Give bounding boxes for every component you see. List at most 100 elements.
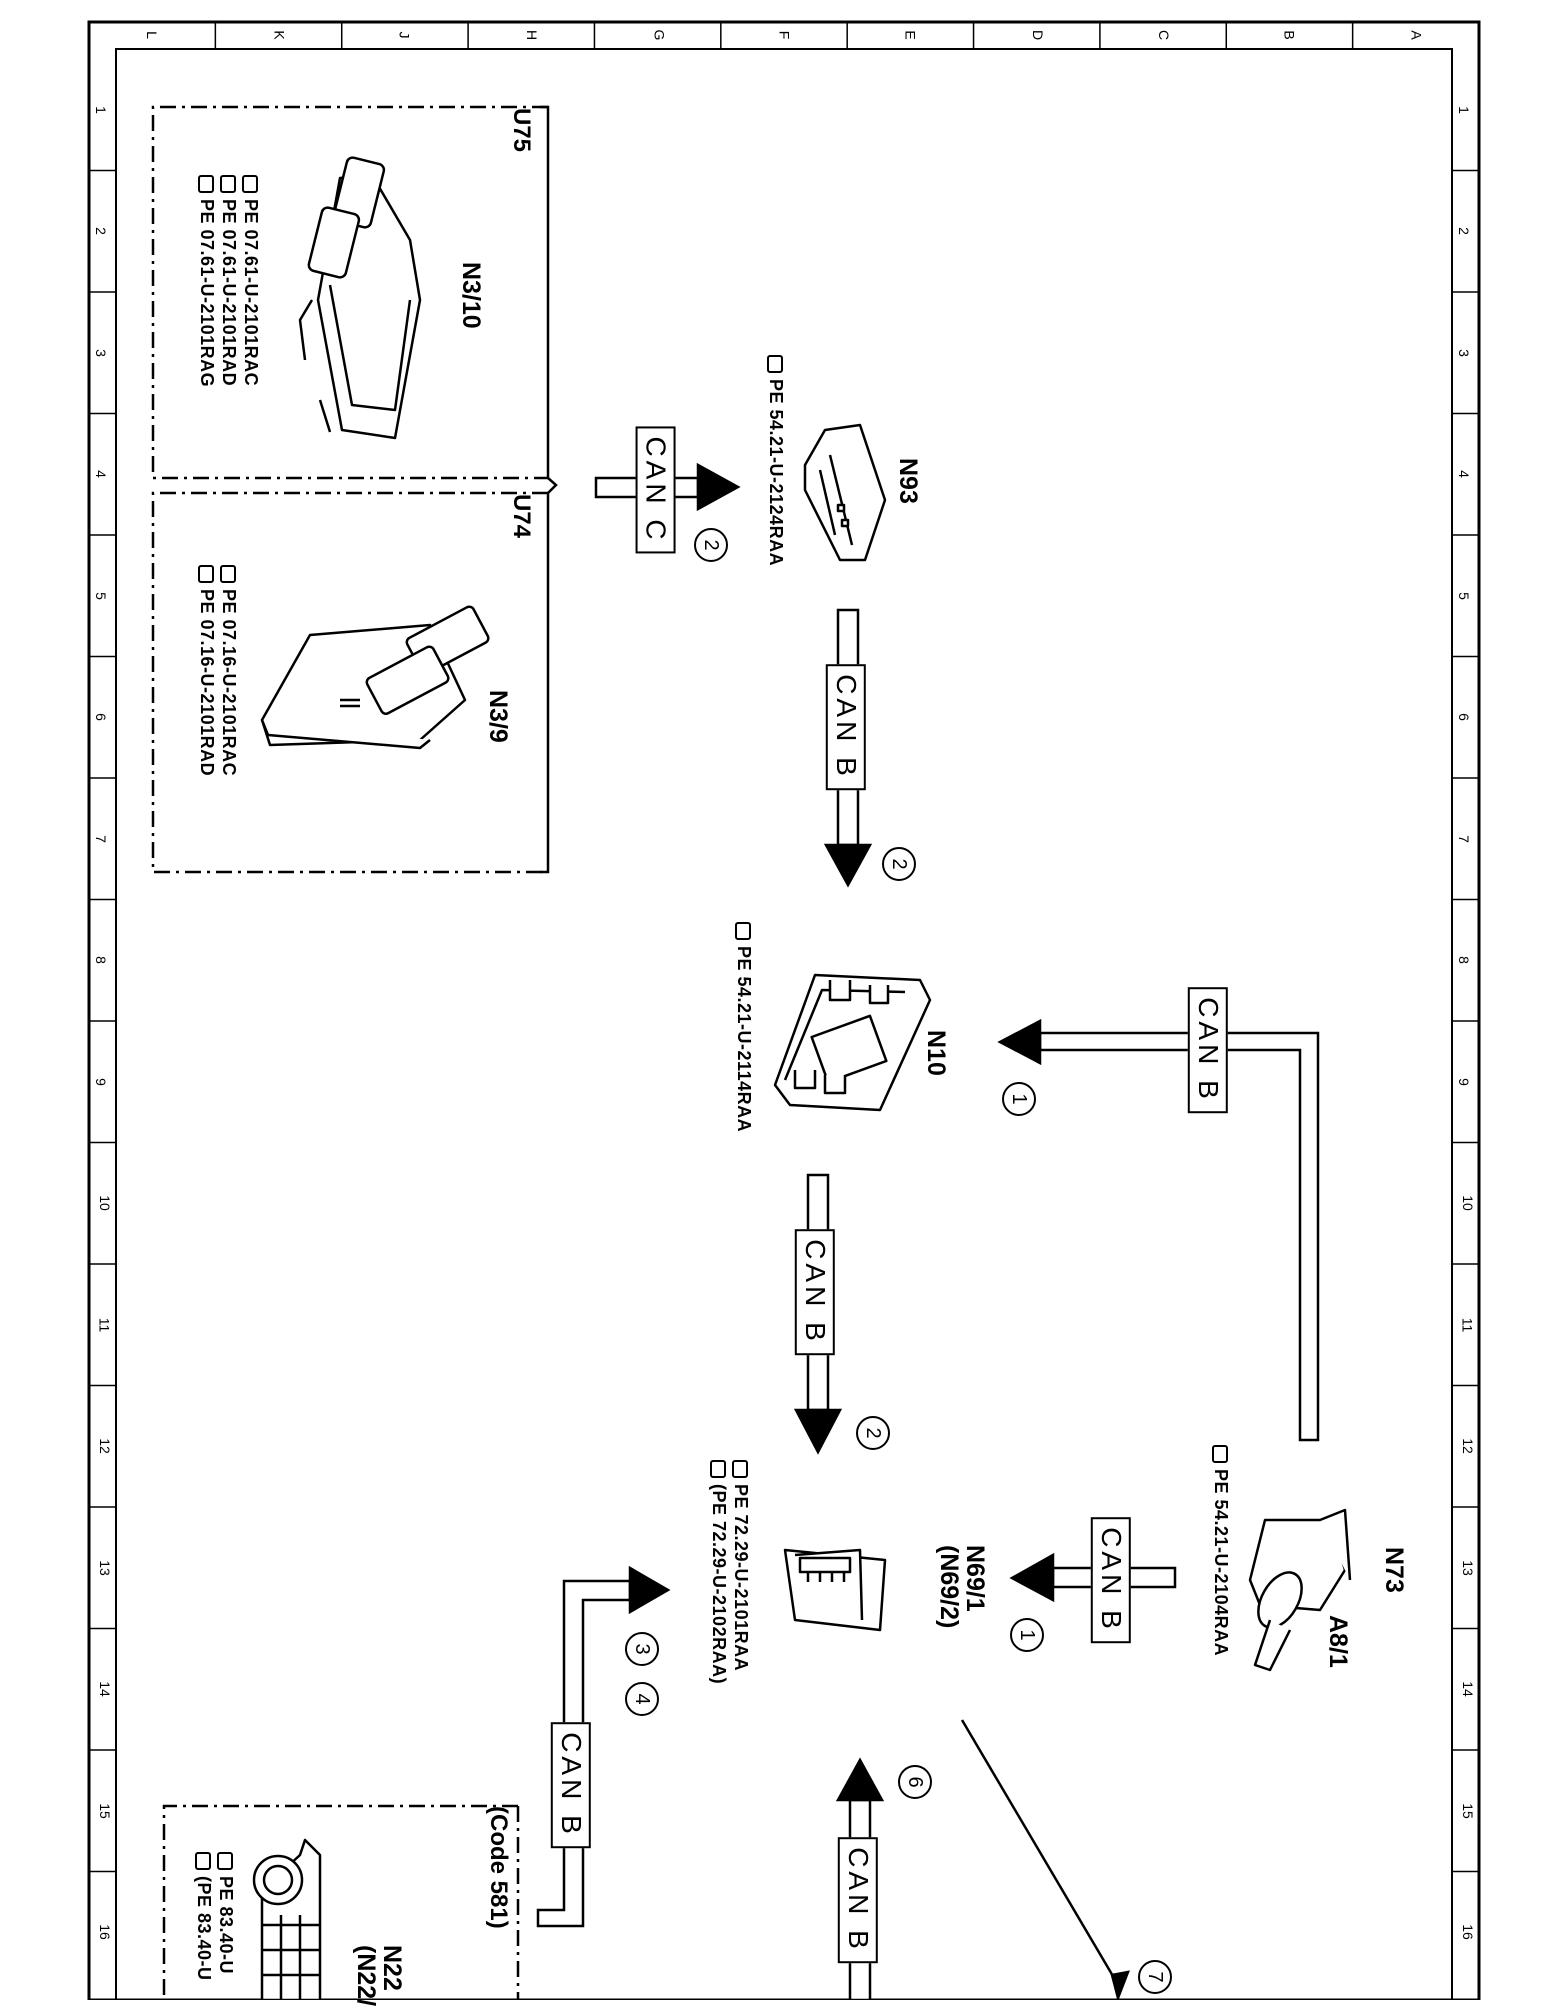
n69-module-drawing [783,1548,887,1632]
ref-line[interactable]: PE 07.61-U-2101RAD [218,175,240,387]
grid-row-label-left: 7 [92,834,109,843]
grid-row-label-right: 2 [1455,227,1472,236]
grid-row-label-left: 13 [96,1559,113,1576]
grid-row-label-right: 12 [1459,1438,1476,1455]
grid-ticks [89,22,1479,1873]
n22-label-alt: (N22/ [352,1945,380,2006]
grid-row-label-right: 1 [1455,105,1472,114]
n69-label-primary: N69/1 [961,1545,989,1612]
diagonal-connection [960,1719,1130,2000]
ref-line[interactable]: PE 54.21-U-2104RAA [1210,1445,1232,1656]
outer-frame [87,20,1481,2000]
marker-circle: 6 [898,1765,932,1799]
group-tag-code581: (Code 581) [485,1806,512,1929]
reference-hand-icon [709,1460,726,1478]
u74-frame [151,491,548,874]
reference-hand-icon [197,175,214,193]
ref-line[interactable]: (PE 83.40-U [193,1852,215,1981]
grid-column-label: B [1282,30,1299,40]
n10-module-drawing [773,973,932,1112]
marker-circle: 1 [1002,1082,1036,1116]
component-refs-n69: PE 72.29-U-2101RAA (PE 72.29-U-2102RAA) [708,1460,752,1684]
group-tag-u75: U75 [508,108,535,153]
grid-row-label-right: 4 [1455,470,1472,479]
marker-circle: 7 [1138,1960,1172,1994]
ref-line[interactable]: PE 54.21-U-2114RAA [733,922,755,1132]
ref-text: (PE 72.29-U-2102RAA) [709,1484,729,1685]
grid-row-label-right: 5 [1455,591,1472,600]
grid-column-label: A [1408,30,1425,40]
component-label-n3-9: N3/9 [484,690,512,743]
grid-column-label: L [144,31,161,39]
grid-row-label-left: 5 [92,591,109,600]
reference-hand-icon [194,1852,211,1870]
code581-frame [162,1804,520,2000]
bus-label-can-b: CAN B [837,1837,878,1963]
grid-row-label-right: 6 [1455,713,1472,722]
ref-text: PE 83.40-U [216,1876,236,1975]
ref-line[interactable]: PE 07.61-U-2101RAG [196,175,218,387]
bus-label-can-b: CAN B [1187,987,1228,1113]
ref-text: PE 07.16-U-2101RAD [197,589,217,777]
bus-label-can-b: CAN B [825,664,866,790]
ref-line[interactable]: PE 83.40-U [215,1852,237,1981]
component-label-n10: N10 [922,1030,950,1076]
grid-row-label-left: 8 [92,956,109,965]
component-refs-n73: PE 54.21-U-2104RAA [1210,1445,1232,1656]
grid-row-label-left: 6 [92,713,109,722]
component-label-n69: N69/1 (N69/2) [935,1545,989,1629]
grid-column-label: D [1029,29,1046,41]
grid-row-label-right: 10 [1459,1195,1476,1212]
grid-row-label-right: 8 [1455,956,1472,965]
can-b-n73-n10-connection [997,1018,1320,1442]
grid-row-label-right: 3 [1455,348,1472,357]
grid-row-label-right: 16 [1459,1924,1476,1941]
ref-line[interactable]: (PE 72.29-U-2102RAA) [708,1460,730,1684]
ref-text: (PE 83.40-U [194,1876,214,1981]
grid-row-label-left: 14 [96,1681,113,1698]
ref-text: PE 07.61-U-2101RAD [219,199,239,387]
bus-label-can-b: CAN B [1090,1517,1131,1643]
grid-row-label-left: 3 [92,348,109,357]
ref-line[interactable]: PE 72.29-U-2101RAA [730,1460,752,1684]
ref-text: PE 07.61-U-2101RAC [241,199,261,387]
grid-row-label-left: 1 [92,105,109,114]
marker-circle: 1 [1010,1618,1044,1652]
grid-column-label: H [524,29,541,41]
ref-line[interactable]: PE 07.16-U-2101RAC [218,565,240,776]
grid-row-label-right: 13 [1459,1559,1476,1576]
component-refs-n93: PE 54.21-U-2124RAA [765,355,787,566]
ref-line[interactable]: PE 07.61-U-2101RAC [240,175,262,387]
n22-label-primary: N22 [378,1945,406,1991]
grid-row-label-left: 15 [96,1802,113,1819]
reference-hand-icon [1211,1445,1228,1463]
grid-row-label-left: 12 [96,1438,113,1455]
marker-circle: 2 [882,847,916,881]
grid-column-label: J [396,31,413,39]
ref-text: PE 54.21-U-2114RAA [734,946,754,1133]
marker-circle: 3 [625,1632,659,1666]
ref-text: PE 07.16-U-2101RAC [219,589,239,777]
grid-row-label-left: 9 [92,1077,109,1086]
grid-row-label-left: 16 [96,1924,113,1941]
grid-column-label: G [651,29,668,41]
grid-row-label-left: 4 [92,470,109,479]
n69-label-alt: (N69/2) [935,1545,963,1629]
reference-hand-icon [766,355,783,373]
reference-hand-icon [219,565,236,583]
ref-line[interactable]: PE 54.21-U-2124RAA [765,355,787,566]
bus-label-can-b: CAN B [794,1229,835,1355]
component-label-n3-10: N3/10 [457,262,485,329]
reference-hand-icon [241,175,258,193]
component-label-a8-1: A8/1 [1324,1615,1352,1668]
grid-column-label: F [776,30,793,40]
ref-line[interactable]: PE 07.16-U-2101RAD [196,565,218,776]
reference-hand-icon [219,175,236,193]
grid-row-label-right: 11 [1459,1317,1476,1333]
ref-text: PE 07.61-U-2101RAG [197,199,217,388]
reference-hand-icon [731,1460,748,1478]
grid-row-label-left: 2 [92,227,109,236]
n73-switch-drawing [1248,1508,1352,1672]
ref-text: PE 54.21-U-2104RAA [1211,1469,1231,1657]
